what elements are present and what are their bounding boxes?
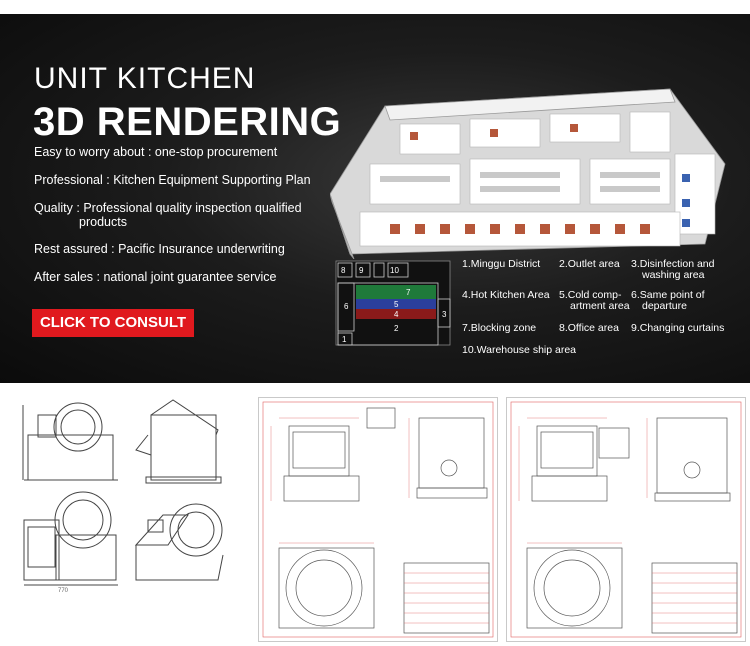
machine-line-drawings: 770 — [22, 399, 224, 594]
zone-label: 1 — [342, 335, 347, 344]
feature-text-cont: products — [79, 215, 127, 229]
legend-item: 1.Minggu District — [462, 258, 541, 270]
zone-label: 10 — [390, 266, 399, 275]
feature-text: Pacific Insurance underwriting — [114, 242, 285, 256]
legend-item: 4.Hot Kitchen Area — [462, 289, 550, 301]
svg-text:770: 770 — [58, 588, 69, 594]
feature-label: Easy to worry about : — [34, 145, 152, 159]
legend-item: 3.Disinfection and washing area — [631, 258, 715, 281]
legend-item: 10.Warehouse ship area — [462, 344, 577, 356]
zone-label: 7 — [406, 288, 411, 297]
feature-label: Rest assured : — [34, 242, 115, 256]
zone-label: 2 — [394, 324, 399, 333]
kitchen-3d-rendering — [330, 88, 726, 259]
hero-title-line2: 3D RENDERING — [33, 100, 342, 144]
drawing-sheet — [258, 397, 498, 642]
feature-text: Professional quality inspection qualifie… — [79, 201, 302, 215]
legend-item: 5.Cold comp- artment area — [559, 289, 630, 312]
feature-item: After sales : national joint guarantee s… — [34, 270, 277, 284]
technical-drawings: 770 — [0, 383, 750, 643]
zone-label: 4 — [394, 310, 399, 319]
zone-label: 9 — [359, 266, 364, 275]
hero-title-line1: UNIT KITCHEN — [34, 62, 256, 95]
hero-banner: UNIT KITCHEN 3D RENDERING Easy to worry … — [0, 14, 750, 383]
feature-text: one-stop procurement — [151, 145, 278, 159]
feature-item: Rest assured : Pacific Insurance underwr… — [34, 242, 285, 256]
legend-item: 8.Office area — [559, 322, 619, 334]
feature-item: Quality : Professional quality inspectio… — [34, 201, 302, 229]
zone-label: 3 — [442, 310, 447, 319]
zone-label: 5 — [394, 300, 399, 309]
feature-label: Quality : — [34, 201, 80, 215]
legend-item: 2.Outlet area — [559, 258, 620, 270]
legend-item: 7.Blocking zone — [462, 322, 537, 334]
feature-label: After sales : — [34, 270, 100, 284]
zone-label: 8 — [341, 266, 346, 275]
floor-plan-diagram: 8 9 10 6 7 5 4 2 3 1 — [335, 260, 451, 346]
legend-item: 9.Changing curtains — [631, 322, 725, 334]
consult-button[interactable]: CLICK TO CONSULT — [32, 309, 194, 337]
zone-label: 6 — [344, 302, 349, 311]
feature-item: Professional : Kitchen Equipment Support… — [34, 173, 311, 187]
drawing-sheet — [506, 397, 746, 642]
legend-item: 6.Same point of departure — [631, 289, 705, 312]
feature-text: national joint guarantee service — [100, 270, 277, 284]
feature-item: Easy to worry about : one-stop procureme… — [34, 145, 277, 159]
feature-label: Professional : — [34, 173, 110, 187]
feature-text: Kitchen Equipment Supporting Plan — [109, 173, 311, 187]
